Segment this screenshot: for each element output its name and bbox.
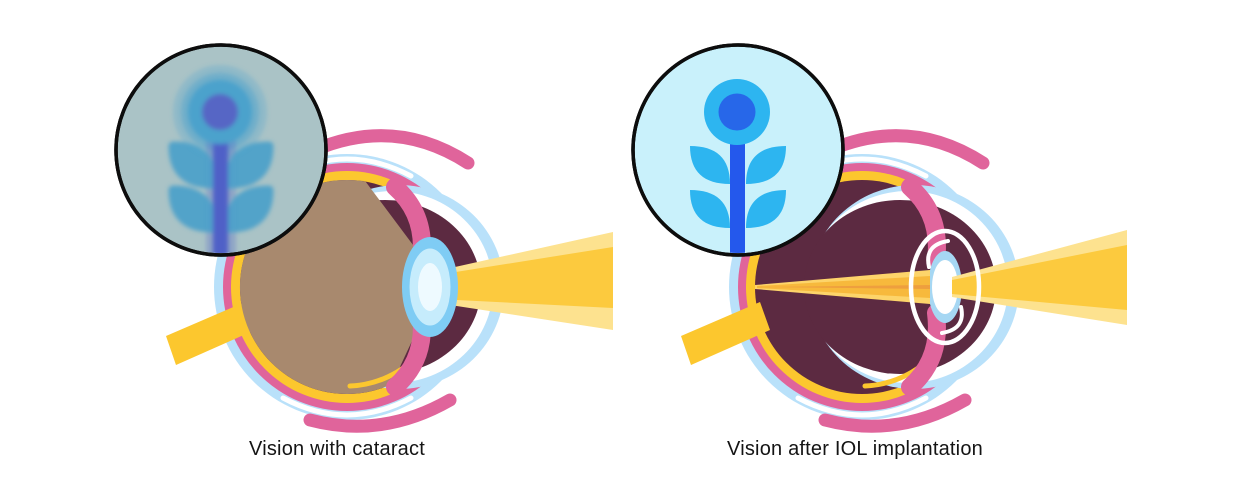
iol-capsule-ring (908, 228, 982, 346)
cloudy-lens-center (418, 263, 442, 311)
light-beam-core (437, 247, 613, 308)
eye-muscle-arc-bottom (818, 393, 972, 433)
clear-vision-inset (631, 43, 845, 257)
iris-lower (901, 304, 946, 396)
optic-nerve (681, 302, 770, 365)
cataract-eye-diagram (166, 129, 613, 433)
leaf-lower-left (690, 190, 730, 228)
blurred-flower-icon (168, 65, 274, 253)
sclera-highlight-bottom (795, 395, 929, 418)
leaf-lower-left (168, 185, 218, 233)
leaf-lower-right (224, 185, 274, 233)
eye-muscle-arc-top (823, 129, 990, 170)
leaf-lower-right (746, 190, 786, 228)
caption-vision-with-cataract: Vision with cataract (249, 438, 425, 460)
sclera-highlight-bottom (280, 395, 414, 418)
flower-stem (730, 112, 745, 253)
caption-vision-after-iol: Vision after IOL implantation (727, 438, 983, 460)
flower-center (202, 94, 238, 130)
iol-lens-white (932, 260, 958, 314)
clear-flower-icon (690, 79, 786, 253)
optic-nerve (166, 302, 255, 365)
leaf-upper-right (746, 146, 786, 184)
focused-beam-centerline (757, 285, 930, 289)
light-beam-core (952, 245, 1127, 310)
eye-muscle-arc-bottom (303, 393, 457, 433)
inset-ring-stroke (114, 43, 328, 257)
iol-haptic-upper (926, 239, 950, 269)
eye-muscle-arc-top (308, 129, 475, 170)
flower-stem (213, 112, 228, 253)
leaf-upper-right (224, 141, 274, 189)
flower-center (718, 93, 756, 131)
cataract-vision-inset (114, 43, 328, 257)
iris-upper (901, 178, 946, 270)
iol-haptic-lower (940, 305, 964, 335)
inset-ring-stroke (631, 43, 845, 257)
leaf-upper-left (690, 146, 730, 184)
leaf-upper-left (168, 141, 218, 189)
